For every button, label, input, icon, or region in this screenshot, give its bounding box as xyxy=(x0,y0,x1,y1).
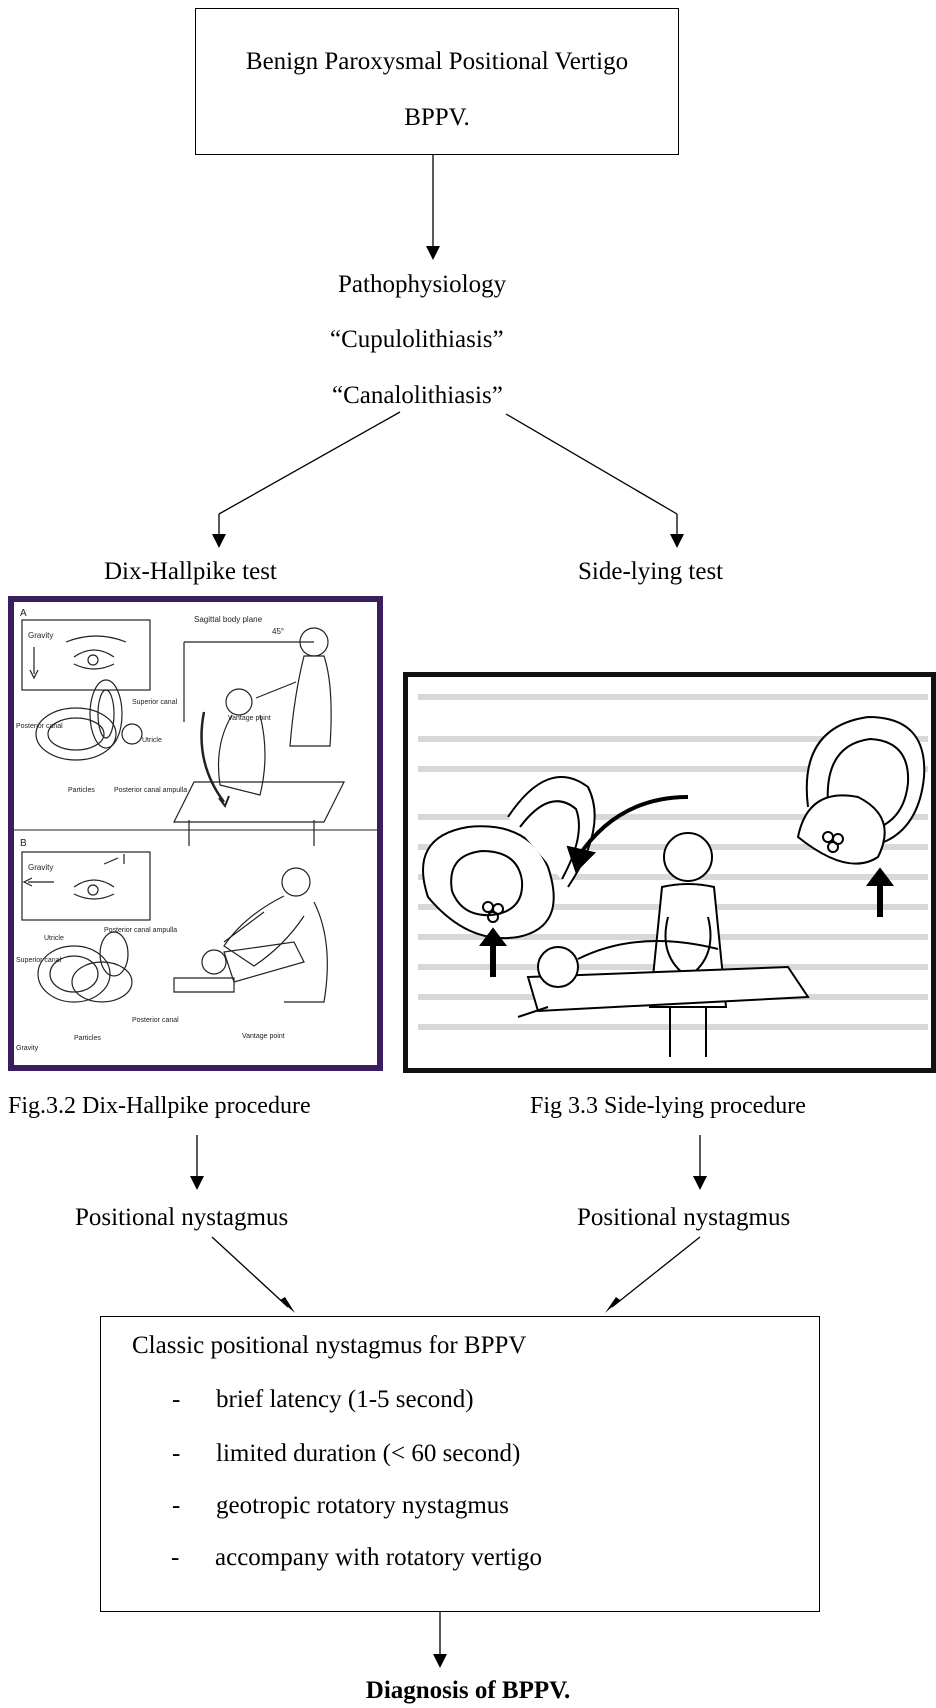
title-line-1: Benign Paroxysmal Positional Vertigo xyxy=(245,48,629,75)
ampulla-label-a: Posterior canal ampulla xyxy=(114,787,187,794)
figure-side-lying xyxy=(403,672,936,1073)
test-dix-hallpike: Dix-Hallpike test xyxy=(104,558,277,585)
caption-dix-hallpike: Fig.3.2 Dix-Hallpike procedure xyxy=(8,1093,311,1119)
bullet-dash: - xyxy=(171,1544,180,1571)
gravity-label-a: Gravity xyxy=(28,631,53,640)
caption-side-lying: Fig 3.3 Side-lying procedure xyxy=(530,1093,806,1119)
positional-right: Positional nystagmus xyxy=(577,1204,791,1231)
branch-right xyxy=(505,413,678,515)
classic-item-duration: limited duration (< 60 second) xyxy=(216,1440,521,1467)
superior-canal-label-b: Superior canal xyxy=(16,957,62,964)
diag-right xyxy=(611,1236,701,1308)
posterior-canal-label-a: Posterior canal xyxy=(16,723,63,730)
classic-heading: Classic positional nystagmus for BPPV xyxy=(132,1332,527,1359)
figure-dix-hallpike: A Gravity Superior canal Posterior canal… xyxy=(8,596,383,1071)
bullet-dash: - xyxy=(172,1386,181,1413)
title-box: Benign Paroxysmal Positional Vertigo BPP… xyxy=(195,8,679,155)
panel-b-label: B xyxy=(20,838,27,849)
particles-label-b: Particles xyxy=(74,1035,101,1042)
classic-item-geotropic: geotropic rotatory nystagmus xyxy=(216,1492,509,1519)
ampulla-label-b: Posterior canal ampulla xyxy=(104,927,177,934)
classic-box: Classic positional nystagmus for BPPV - … xyxy=(100,1316,820,1612)
patho-heading: Pathophysiology xyxy=(338,271,507,298)
gravity-label-b2: Gravity xyxy=(16,1045,39,1052)
bullet-dash: - xyxy=(172,1440,181,1467)
superior-canal-label-a: Superior canal xyxy=(132,699,178,706)
vantage-label-b: Vantage point xyxy=(242,1033,285,1040)
dix-hallpike-illustration: A Gravity Superior canal Posterior canal… xyxy=(14,608,377,1052)
angle-label: 45° xyxy=(272,627,284,636)
panel-a-label: A xyxy=(20,608,27,619)
diag-left xyxy=(211,1236,289,1308)
patho-item-cupulolithiasis: “Cupulolithiasis” xyxy=(330,326,504,353)
utricle-label-a: Utricle xyxy=(142,737,162,744)
particles-label-a: Particles xyxy=(68,787,95,794)
side-lying-illustration xyxy=(418,694,928,1057)
branch-left xyxy=(218,411,401,515)
posterior-canal-label-b: Posterior canal xyxy=(132,1017,179,1024)
patho-item-canalolithiasis: “Canalolithiasis” xyxy=(332,382,503,409)
title-line-2: BPPV. xyxy=(404,104,470,131)
diagnosis-label: Diagnosis of BPPV. xyxy=(365,1677,571,1704)
gravity-label-b: Gravity xyxy=(28,863,53,872)
positional-left: Positional nystagmus xyxy=(75,1204,289,1231)
classic-item-latency: brief latency (1-5 second) xyxy=(216,1386,474,1413)
vantage-label-a: Vantage point xyxy=(228,715,271,722)
sagittal-label: Sagittal body plane xyxy=(194,615,263,624)
bullet-dash: - xyxy=(172,1492,181,1519)
utricle-label-b: Utricle xyxy=(44,935,64,942)
test-side-lying: Side-lying test xyxy=(578,558,724,585)
classic-item-vertigo: accompany with rotatory vertigo xyxy=(215,1544,542,1571)
